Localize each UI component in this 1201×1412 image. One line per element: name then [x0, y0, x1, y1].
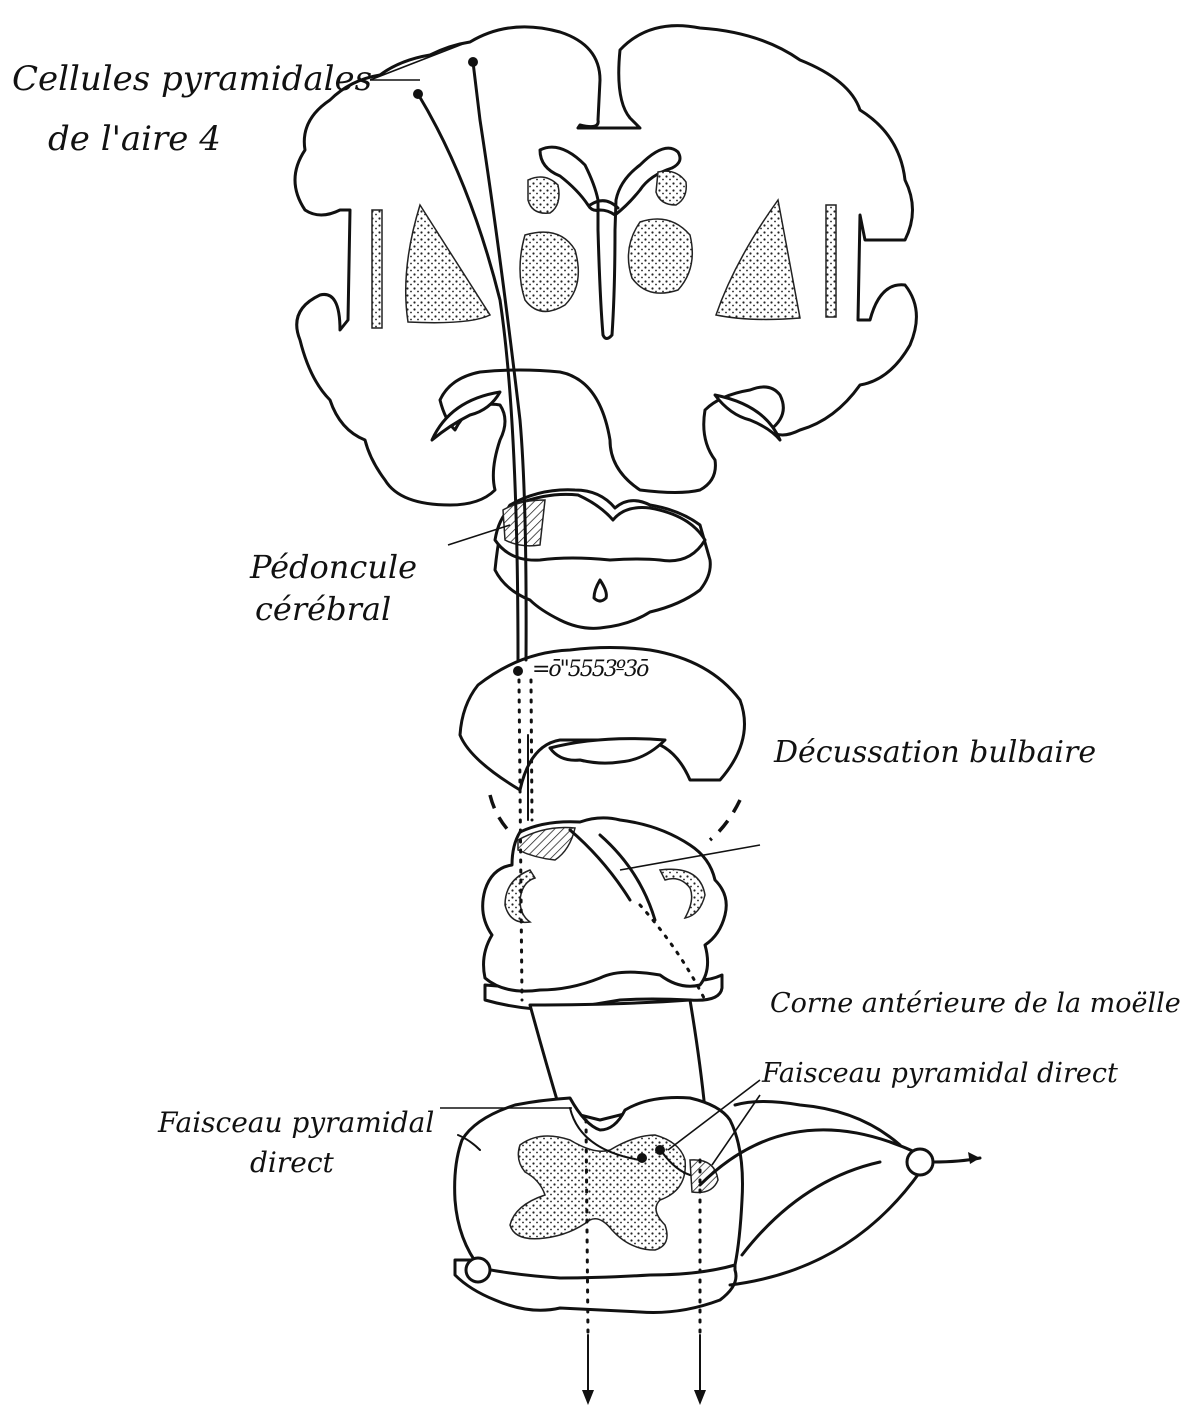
- hippocampus-right: [715, 395, 780, 440]
- pons-dashed-left: [490, 795, 508, 830]
- peripheral-nerve-arrow-head: [968, 1152, 980, 1164]
- spinal-nerve-inner-1: [742, 1162, 880, 1255]
- claustrum-right: [826, 205, 836, 317]
- medulla-section: [483, 818, 727, 1010]
- dorsal-root: [730, 1172, 920, 1285]
- tract-dotted-medial-down: [531, 680, 532, 820]
- brain-coronal-section: [295, 26, 916, 505]
- label-cellules-line1: Cellules pyramidales: [12, 59, 372, 99]
- caudate-head-right: [656, 171, 686, 205]
- thalamus-right: [628, 219, 692, 293]
- arrow-right-head: [694, 1390, 706, 1405]
- label-decussation: Décussation bulbaire: [773, 735, 1096, 770]
- pons-dashed-right: [710, 800, 740, 840]
- anterior-horn-synapse: [637, 1153, 647, 1163]
- fourth-ventricle: [550, 739, 665, 764]
- label-corne: Corne antérieure de la moëlle: [770, 988, 1181, 1019]
- claustrum-left: [372, 210, 382, 328]
- pons-section: =ō"5553º3ō: [460, 648, 745, 841]
- arrow-left-head: [582, 1390, 594, 1405]
- caudate-left: [520, 232, 578, 311]
- label-faisceau-left-line2: direct: [250, 1146, 335, 1179]
- label-cellules-line2: de l'aire 4: [48, 119, 221, 159]
- label-pedoncule-line2: cérébral: [255, 590, 391, 628]
- label-pedoncule-line1: Pédoncule: [249, 548, 417, 586]
- label-faisceau-left-line1: Faisceau pyramidal: [157, 1106, 434, 1139]
- pons-fibre-bundles: =ō"5553º3ō: [532, 657, 649, 682]
- spinal-ganglion: [907, 1149, 933, 1175]
- label-faisceau-right: Faisceau pyramidal direct: [761, 1058, 1118, 1089]
- pons-synapse-dot: [513, 666, 523, 676]
- caudate-head-left: [528, 177, 559, 213]
- left-root-ganglion: [466, 1258, 490, 1282]
